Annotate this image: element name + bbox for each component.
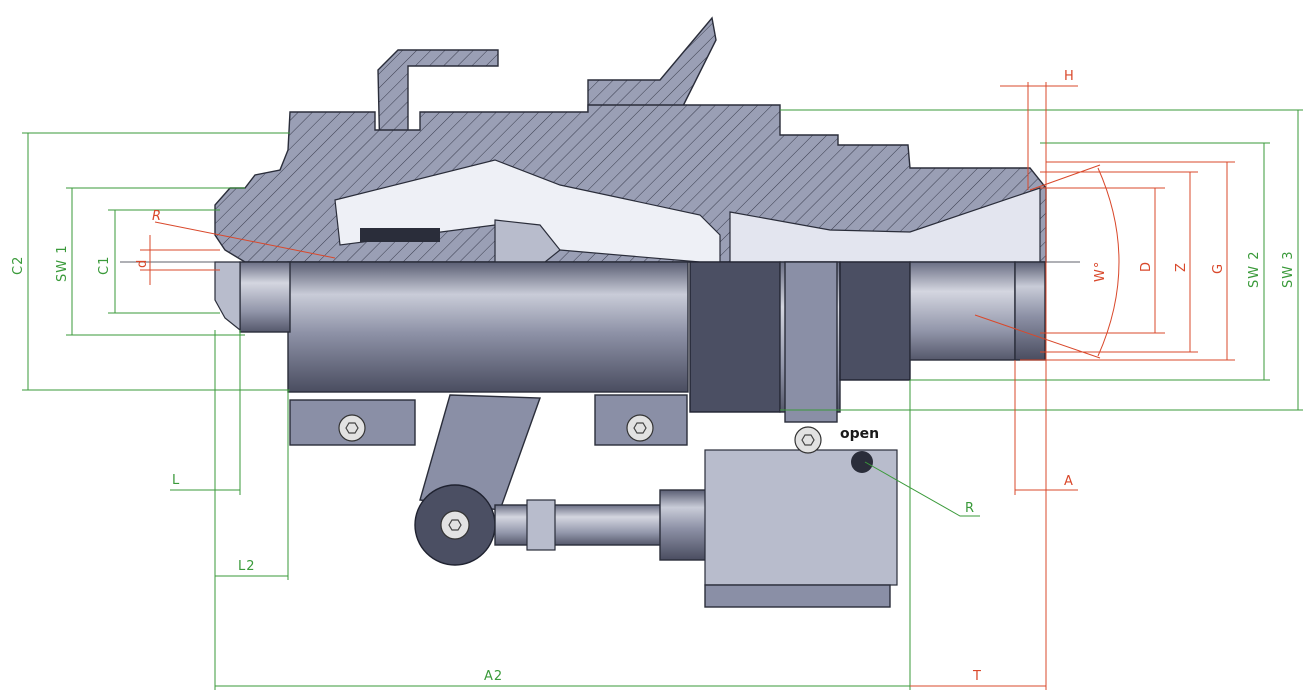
- dim-label-sw3: SW 3: [1281, 250, 1296, 288]
- lever-pivot-bolt-icon: [440, 510, 470, 540]
- dim-label-g: G: [1211, 263, 1226, 274]
- open-marking: open: [840, 426, 879, 442]
- outlet-end: [1014, 261, 1046, 361]
- dim-label-d: D: [1139, 261, 1154, 272]
- latch: [494, 219, 561, 263]
- bracket-right-bolt-icon: [626, 414, 654, 442]
- main-cylinder: [287, 261, 689, 393]
- dim-label-a: A: [1064, 474, 1074, 489]
- actuator-neck: [659, 489, 711, 561]
- outlet-cylinder: [909, 261, 1016, 361]
- dim-label-c1: C1: [97, 256, 112, 275]
- coupling-assembly: open: [214, 16, 1047, 608]
- dim-label-t: T: [972, 669, 982, 684]
- dim-label-a2: A2: [484, 669, 503, 684]
- rod-nut: [526, 499, 556, 551]
- green-dimensions: C2 SW 1 C1 L L2 A2 SW 2 SW 3: [11, 109, 1303, 690]
- actuator-hole: [851, 451, 873, 473]
- dim-label-c2: C2: [11, 256, 26, 275]
- dim-label-d-small: d: [135, 259, 150, 268]
- hex-nut-left: [689, 261, 781, 413]
- left-nose: [214, 261, 241, 332]
- dim-label-z: Z: [1174, 262, 1189, 272]
- actuator-bolt-icon: [794, 426, 822, 454]
- dim-label-l2: L2: [238, 559, 256, 574]
- dim-label-l: L: [172, 473, 180, 488]
- dim-label-r-right: R: [965, 501, 975, 516]
- top-handle: [587, 16, 717, 113]
- actuator-base: [704, 584, 891, 608]
- red-dimensions: d R H A T W° D Z G: [135, 69, 1235, 690]
- bracket-left-bolt-icon: [338, 414, 366, 442]
- hex-nut-right: [839, 261, 911, 381]
- dim-label-sw2: SW 2: [1247, 250, 1262, 288]
- dim-label-sw1: SW 1: [55, 244, 70, 282]
- dim-label-h: H: [1064, 69, 1075, 84]
- dim-label-w: W°: [1093, 261, 1108, 282]
- piston-rod: [494, 504, 666, 546]
- left-collar: [239, 261, 291, 333]
- actuator-bracket: [784, 261, 838, 423]
- spring: [360, 228, 440, 242]
- dim-label-r-left: R: [152, 209, 162, 224]
